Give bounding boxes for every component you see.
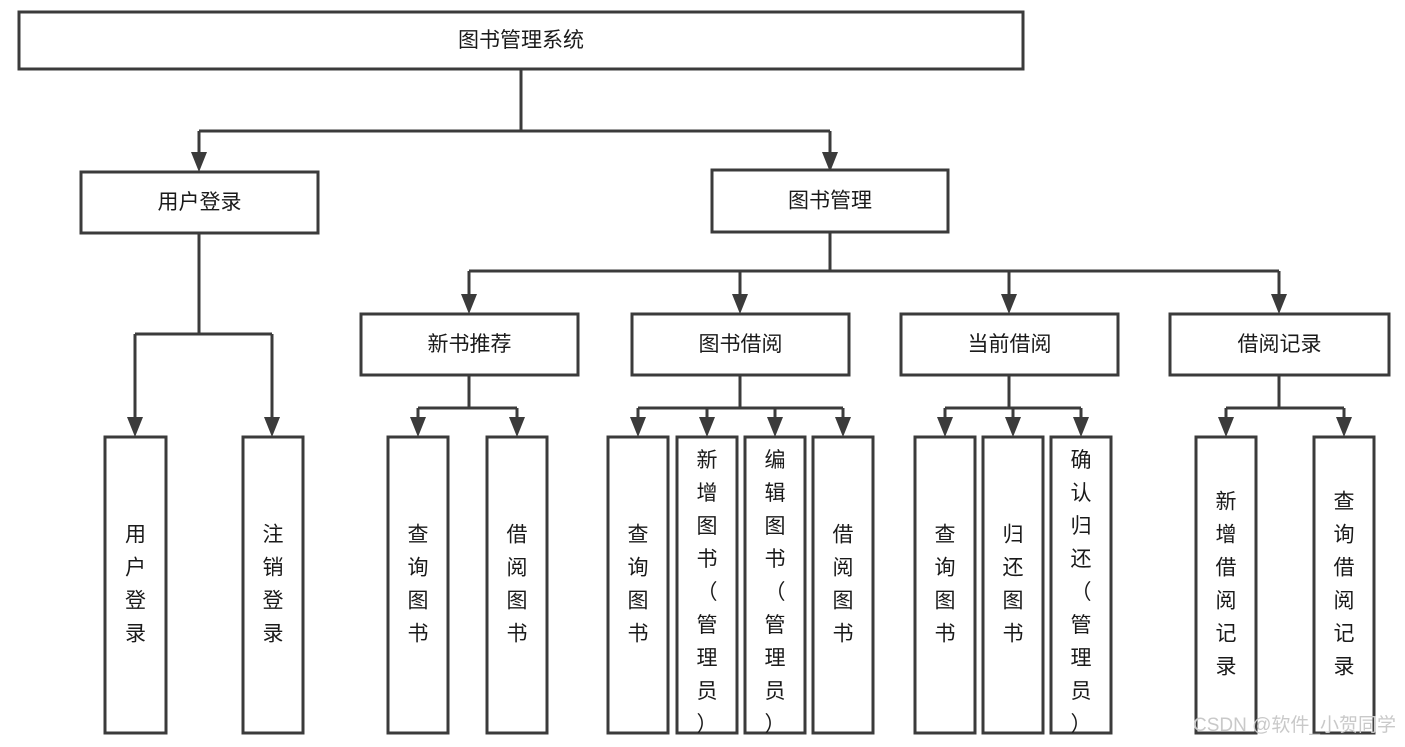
arrow-head-icon <box>822 152 838 172</box>
node-新书推荐[interactable]: 新书推荐 <box>359 312 580 377</box>
leaf-归还图书[interactable]: 归还图书 <box>981 435 1045 735</box>
node-label: 图书管理系统 <box>458 29 584 52</box>
leaf-查询图书[interactable]: 查询图书 <box>606 435 670 735</box>
leaf-label: 注销登录 <box>263 524 284 646</box>
node-box <box>710 168 950 234</box>
leaf-label: 查询借阅记录 <box>1334 491 1355 679</box>
leaf-编辑图书管理员[interactable]: 编辑图书（管理员） <box>743 435 807 736</box>
arrow-head-icon <box>410 417 426 437</box>
leaf-label: 借阅图书 <box>833 524 854 646</box>
node-box <box>1049 435 1113 735</box>
arrow-head-icon <box>191 152 207 172</box>
node-box <box>630 312 851 377</box>
leaf-借阅图书[interactable]: 借阅图书 <box>811 435 875 735</box>
node-box <box>899 312 1120 377</box>
node-box <box>17 10 1025 71</box>
connector-newbook-to-leaves <box>410 375 525 437</box>
node-box <box>606 435 670 735</box>
arrow-head-icon <box>1336 417 1352 437</box>
leaf-查询图书[interactable]: 查询图书 <box>913 435 977 735</box>
node-layer: 图书管理系统用户登录图书管理新书推荐图书借阅当前借阅借阅记录用户登录注销登录查询… <box>17 10 1391 736</box>
arrow-head-icon <box>461 294 477 314</box>
arrow-head-icon <box>1005 417 1021 437</box>
arrow-head-icon <box>1218 417 1234 437</box>
node-用户登录[interactable]: 用户登录 <box>79 170 320 235</box>
node-box <box>981 435 1045 735</box>
leaf-label: 归还图书 <box>1003 524 1024 646</box>
leaf-新增图书管理员[interactable]: 新增图书（管理员） <box>675 435 739 736</box>
arrow-head-icon <box>767 417 783 437</box>
node-box <box>913 435 977 735</box>
node-box <box>1194 435 1258 735</box>
node-label: 图书借阅 <box>699 333 783 356</box>
node-box <box>241 435 305 735</box>
leaf-查询图书[interactable]: 查询图书 <box>386 435 450 735</box>
node-box <box>386 435 450 735</box>
node-label: 新书推荐 <box>428 333 512 356</box>
connector-login-to-leaves <box>127 233 280 437</box>
arrow-head-icon <box>264 417 280 437</box>
node-box <box>811 435 875 735</box>
leaf-label: 编辑图书（管理员） <box>765 449 786 736</box>
node-box <box>103 435 168 735</box>
node-box <box>79 170 320 235</box>
node-当前借阅[interactable]: 当前借阅 <box>899 312 1120 377</box>
node-图书管理[interactable]: 图书管理 <box>710 168 950 234</box>
leaf-查询借阅记录[interactable]: 查询借阅记录 <box>1312 435 1376 735</box>
node-图书借阅[interactable]: 图书借阅 <box>630 312 851 377</box>
node-box <box>1312 435 1376 735</box>
node-box <box>359 312 580 377</box>
leaf-label: 查询图书 <box>628 524 649 646</box>
connector-record-to-leaves <box>1218 375 1352 437</box>
csdn-watermark: CSDN @软件_小贺同学 <box>1193 714 1396 736</box>
node-box <box>485 435 549 735</box>
node-label: 图书管理 <box>788 190 872 213</box>
arrow-head-icon <box>509 417 525 437</box>
node-box <box>743 435 807 735</box>
connector-layer <box>127 69 1352 437</box>
leaf-注销登录[interactable]: 注销登录 <box>241 435 305 735</box>
node-label: 当前借阅 <box>968 333 1052 356</box>
leaf-新增借阅记录[interactable]: 新增借阅记录 <box>1194 435 1258 735</box>
arrow-head-icon <box>835 417 851 437</box>
node-图书管理系统[interactable]: 图书管理系统 <box>17 10 1025 71</box>
leaf-确认归还管理员[interactable]: 确认归还（管理员） <box>1049 435 1113 736</box>
arrow-head-icon <box>127 417 143 437</box>
arrow-head-icon <box>1073 417 1089 437</box>
leaf-label: 新增借阅记录 <box>1216 491 1237 679</box>
leaf-用户登录[interactable]: 用户登录 <box>103 435 168 735</box>
leaf-label: 借阅图书 <box>507 524 528 646</box>
connector-root-to-level2 <box>191 69 838 172</box>
node-label: 用户登录 <box>158 191 242 214</box>
leaf-label: 新增图书（管理员） <box>697 449 718 736</box>
leaf-label: 确认归还（管理员） <box>1071 449 1092 736</box>
leaf-label: 用户登录 <box>125 524 146 646</box>
node-box <box>1168 312 1391 377</box>
arrow-head-icon <box>1001 294 1017 314</box>
arrow-head-icon <box>699 417 715 437</box>
leaf-label: 查询图书 <box>408 524 429 646</box>
leaf-借阅图书[interactable]: 借阅图书 <box>485 435 549 735</box>
arrow-head-icon <box>1271 294 1287 314</box>
arrow-head-icon <box>630 417 646 437</box>
connector-current-to-leaves <box>937 375 1089 437</box>
node-label: 借阅记录 <box>1238 333 1322 356</box>
connector-manage-to-level3 <box>461 232 1287 314</box>
node-box <box>675 435 739 735</box>
leaf-label: 查询图书 <box>935 524 956 646</box>
node-借阅记录[interactable]: 借阅记录 <box>1168 312 1391 377</box>
arrow-head-icon <box>937 417 953 437</box>
connector-borrow-to-leaves <box>630 375 851 437</box>
arrow-head-icon <box>732 294 748 314</box>
